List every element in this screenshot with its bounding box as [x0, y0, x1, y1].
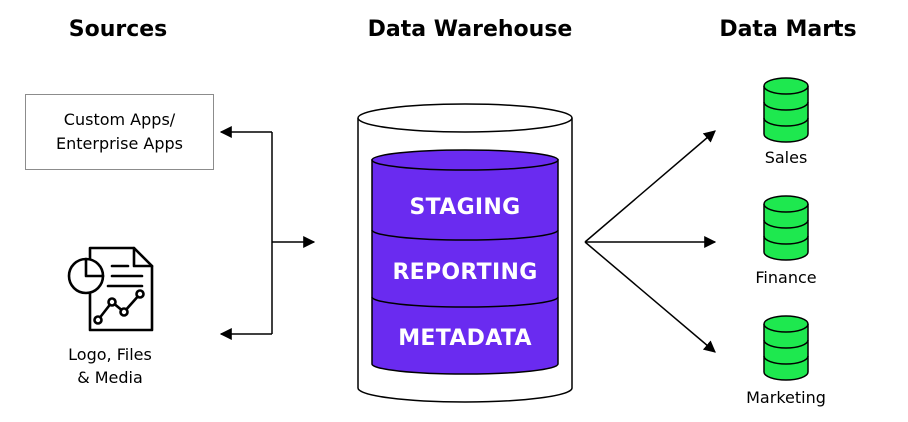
custom-apps-label-line-2: Enterprise Apps	[56, 134, 183, 153]
custom-apps-source: Custom Apps/ Enterprise Apps	[25, 94, 214, 170]
mart-sales-label: Sales	[764, 148, 808, 167]
files-label-line-1: Logo, Files	[68, 345, 152, 364]
layer-staging-label: STAGING	[409, 195, 521, 220]
database-icon	[763, 315, 809, 381]
arrow-to-sales	[584, 130, 716, 243]
files-media-source: Logo, Files & Media	[40, 343, 180, 389]
mart-marketing-label: Marketing	[746, 388, 826, 407]
source-connectors	[219, 126, 316, 340]
mart-connectors	[584, 130, 717, 353]
custom-apps-label-line-1: Custom Apps/	[63, 110, 176, 129]
arrow-to-marketing	[584, 241, 716, 353]
database-icon	[763, 195, 809, 261]
sources-heading: Sources	[68, 17, 168, 42]
data-warehouse-heading: Data Warehouse	[367, 17, 573, 42]
layer-metadata-label: METADATA	[398, 326, 532, 351]
database-icon	[763, 77, 809, 143]
layer-reporting-label: REPORTING	[392, 260, 538, 285]
document-chart-icon	[67, 246, 154, 332]
files-label-line-2: & Media	[77, 368, 143, 387]
data-marts-heading: Data Marts	[719, 17, 857, 42]
mart-finance-label: Finance	[755, 268, 817, 287]
warehouse-layers	[371, 149, 559, 375]
